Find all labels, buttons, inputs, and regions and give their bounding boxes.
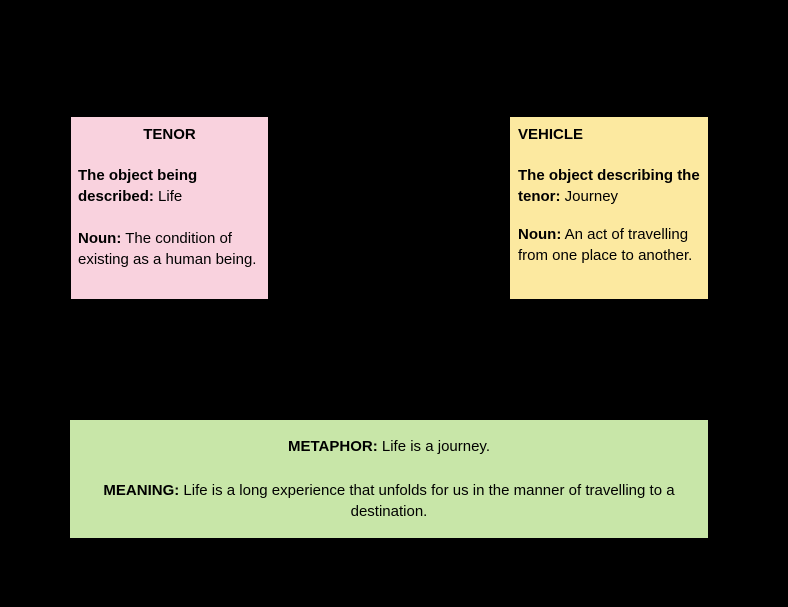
tenor-role-value: Life: [158, 188, 183, 205]
vehicle-title: VEHICLE: [518, 126, 584, 143]
tenor-definition-text: Noun: The condition of existing as a hum…: [78, 228, 261, 270]
meaning-label: MEANING:: [103, 482, 180, 499]
metaphor-label: METAPHOR:: [287, 438, 378, 455]
metaphor-card: METAPHOR: Life is a journey. MEANING: Li…: [70, 420, 708, 538]
tenor-title: TENOR: [143, 126, 196, 143]
vehicle-card: VEHICLE The object describing the tenor:…: [510, 117, 708, 299]
tenor-pos-label: Noun:: [78, 230, 122, 247]
tenor-definition-value: The condition of existing as a human bei…: [78, 230, 257, 268]
vehicle-role-label: The object describing the tenor:: [518, 167, 700, 205]
tenor-role-label: The object being described:: [78, 167, 198, 205]
vehicle-title-spacer: [518, 144, 700, 165]
vehicle-definition-text: Noun: An act of travelling from one plac…: [518, 224, 700, 266]
vehicle-body-spacer: [518, 207, 700, 224]
tenor-role-text: The object being described: Life: [78, 165, 261, 207]
metaphor-statement: METAPHOR: Life is a journey.: [86, 436, 692, 457]
tenor-title-spacer: [78, 144, 261, 165]
vehicle-definition-value: An act of travelling from one place to a…: [518, 226, 693, 264]
metaphor-value: Life is a journey.: [381, 438, 490, 455]
vehicle-role-text: The object describing the tenor: Journey: [518, 165, 700, 207]
meaning-statement: MEANING: Life is a long experience that …: [86, 480, 692, 522]
tenor-card: TENOR The object being described: Life N…: [71, 117, 268, 299]
vehicle-pos-label: Noun:: [518, 226, 562, 243]
vehicle-role-value: Journey: [564, 188, 619, 205]
meaning-value: Life is a long experience that unfolds f…: [183, 482, 675, 520]
tenor-body-spacer: [78, 207, 261, 228]
